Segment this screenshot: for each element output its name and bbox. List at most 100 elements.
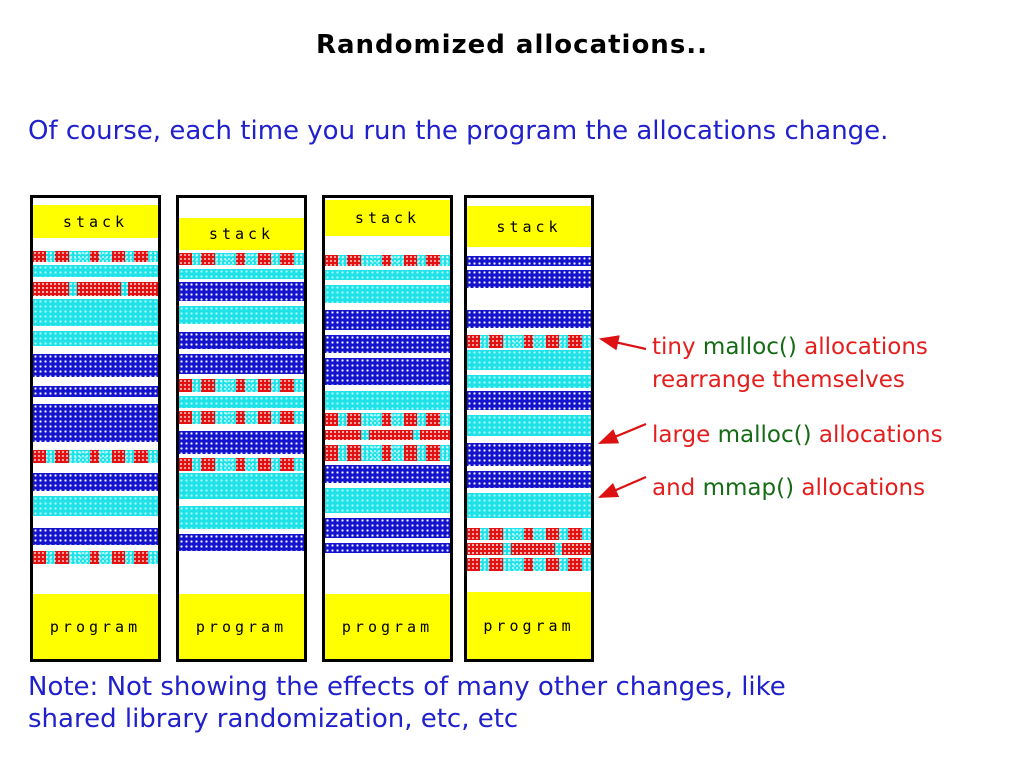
- memory-band-w: [179, 324, 304, 332]
- memory-band-w: [467, 370, 591, 375]
- memory-band-w: [325, 266, 450, 270]
- annotation-text: rearrange themselves: [652, 367, 905, 393]
- memory-band-w: [33, 296, 158, 299]
- memory-band-cyan: [179, 506, 304, 529]
- memory-band-blue: [467, 270, 591, 288]
- memory-band-w: [33, 326, 158, 331]
- memory-band-cyan: [33, 331, 158, 346]
- stack-label: stack: [62, 212, 129, 231]
- memory-band-cyan: [179, 473, 304, 499]
- memory-band-red: [467, 543, 591, 555]
- arrow-mmap: [597, 475, 647, 499]
- annotation-tiny-malloc: tiny malloc() allocations rearrange them…: [652, 331, 928, 397]
- memory-band-blue: [325, 358, 450, 385]
- memory-band-cyan: [467, 415, 591, 436]
- memory-band-w: [325, 426, 450, 430]
- memory-band-red: [325, 430, 450, 440]
- memory-band-tiny: [179, 253, 304, 265]
- memory-band-cyan: [467, 350, 591, 370]
- memory-band-stack: stack: [467, 206, 591, 247]
- memory-band-w: [467, 198, 591, 206]
- memory-band-w: [325, 236, 450, 255]
- memory-band-stack: stack: [325, 200, 450, 236]
- memory-band-w: [33, 463, 158, 473]
- memory-band-stack: stack: [179, 218, 304, 250]
- memory-band-w: [179, 279, 304, 282]
- memory-band-w: [467, 288, 591, 310]
- memory-band-w: [33, 442, 158, 450]
- memory-band-w: [325, 538, 450, 543]
- memory-band-w: [179, 471, 304, 473]
- program-label: program: [195, 617, 288, 636]
- memory-band-w: [179, 392, 304, 396]
- memory-map-column-3: stack program: [322, 195, 453, 662]
- memory-band-blue: [179, 431, 304, 454]
- memory-band-tiny: [325, 413, 450, 426]
- memory-band-cyan: [179, 396, 304, 408]
- memory-band-blue: [33, 473, 158, 491]
- stack-label: stack: [496, 217, 562, 236]
- memory-band-w: [325, 330, 450, 335]
- memory-band-blue: [179, 534, 304, 551]
- memory-band-w: [179, 301, 304, 306]
- memory-band-tiny: [179, 458, 304, 471]
- memory-band-w: [325, 410, 450, 413]
- memory-band-w: [467, 488, 591, 493]
- memory-band-w: [467, 348, 591, 350]
- memory-band-blue: [467, 256, 591, 266]
- memory-band-cyan: [325, 285, 450, 303]
- memory-band-blue: [179, 354, 304, 374]
- memory-band-w: [33, 262, 158, 265]
- memory-band-cyan: [325, 270, 450, 280]
- memory-band-blue: [33, 354, 158, 377]
- memory-band-w: [467, 266, 591, 270]
- annotation-text: allocations: [796, 334, 928, 360]
- memory-band-w: [179, 374, 304, 379]
- memory-band-w: [179, 265, 304, 269]
- program-label: program: [341, 617, 434, 636]
- memory-band-cyan: [325, 488, 450, 513]
- memory-band-w: [325, 385, 450, 391]
- memory-band-prog: program: [325, 594, 450, 659]
- memory-band-w: [179, 349, 304, 354]
- memory-band-w: [179, 529, 304, 534]
- memory-band-w: [33, 377, 158, 386]
- arrow-tiny-malloc: [598, 335, 647, 351]
- memory-band-tiny: [467, 558, 591, 571]
- memory-band-tiny: [179, 411, 304, 424]
- memory-band-cyan: [179, 306, 304, 324]
- memory-band-blue: [179, 282, 304, 301]
- memory-band-cyan: [179, 269, 304, 279]
- memory-band-w: [179, 198, 304, 218]
- memory-band-w: [33, 277, 158, 282]
- memory-band-w: [325, 461, 450, 465]
- intro-sentence: Of course, each time you run the program…: [28, 116, 889, 146]
- annotation-text: and: [652, 475, 703, 501]
- memory-band-tiny: [33, 450, 158, 463]
- memory-band-w: [179, 250, 304, 253]
- memory-band-blue: [467, 471, 591, 488]
- memory-band-w: [325, 513, 450, 518]
- memory-band-stack: stack: [33, 205, 158, 238]
- memory-band-w: [33, 545, 158, 551]
- memory-band-w: [179, 551, 304, 594]
- annotation-code: malloc(): [702, 334, 797, 360]
- footer-note: Note: Not showing the effects of many ot…: [28, 671, 988, 735]
- memory-band-w: [467, 466, 591, 471]
- memory-band-w: [179, 424, 304, 431]
- annotation-mmap: and mmap() allocations: [652, 472, 925, 505]
- program-label: program: [483, 616, 575, 635]
- memory-band-blue: [33, 528, 158, 545]
- memory-band-w: [325, 440, 450, 445]
- arrow-large-malloc: [597, 422, 647, 445]
- stack-label: stack: [354, 209, 421, 227]
- memory-band-tiny: [179, 379, 304, 392]
- memory-band-tiny: [467, 528, 591, 540]
- memory-band-tiny: [33, 251, 158, 262]
- memory-band-w: [33, 491, 158, 496]
- memory-band-w: [33, 198, 158, 205]
- memory-band-w: [33, 516, 158, 528]
- memory-band-red: [33, 282, 158, 296]
- memory-band-w: [467, 540, 591, 543]
